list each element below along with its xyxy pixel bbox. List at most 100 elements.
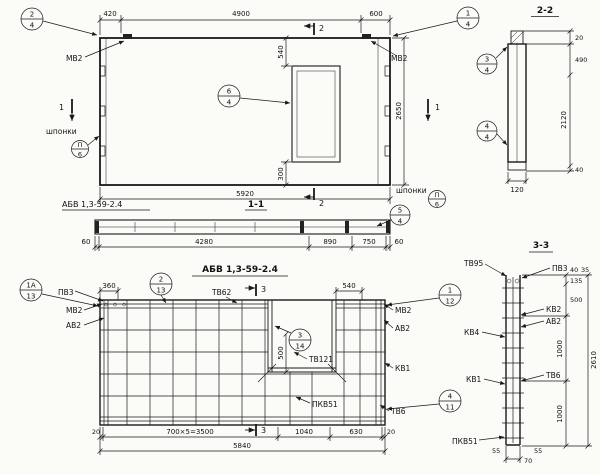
callout-bottom: 12 xyxy=(446,298,455,306)
hatch-lines xyxy=(510,31,524,45)
leader-line xyxy=(384,362,394,369)
dim-text: 35 xyxy=(581,266,589,274)
callout-1-12: 1 12 xyxy=(386,283,462,307)
leader-line xyxy=(370,40,398,57)
section-2-2: 2-2 3 4 4 4 20 490 2120 40 xyxy=(476,6,587,194)
callout-5-4: 5 4 xyxy=(376,204,411,227)
leader-line xyxy=(496,133,508,146)
label-mv2-right: МВ2 xyxy=(383,303,412,315)
dim-text: 40 xyxy=(575,166,583,174)
label-pv3: ПВ3 xyxy=(58,288,104,302)
leader-line xyxy=(83,317,105,326)
label-mv2-left: МВ2 xyxy=(66,303,103,315)
plan-dim-top: 420 4900 600 xyxy=(97,10,393,35)
leader-line xyxy=(239,97,291,105)
dim-text: 1000 xyxy=(556,405,564,423)
callout-top: 2 xyxy=(159,276,163,284)
label-av2-left: АВ2 xyxy=(66,317,105,330)
label-pv3-33: ПВ3 xyxy=(521,264,568,279)
dim-text: 500 xyxy=(277,346,285,359)
label: ТВ121 xyxy=(308,355,333,364)
reinf-dim-540: 540 xyxy=(333,282,365,300)
dim-text: 20 xyxy=(575,34,583,42)
label: КВ1 xyxy=(466,375,481,384)
plan-dim-bottom: 5920 xyxy=(97,187,393,204)
section-2-2-dim-bottom: 120 xyxy=(505,172,529,194)
hook-loops xyxy=(506,278,520,284)
dim-lines xyxy=(281,35,291,188)
plan-dim-right: 2650 xyxy=(392,35,409,188)
callout-bottom: 4 xyxy=(466,21,471,29)
section-mark-3-top: 3 xyxy=(245,284,266,296)
callout-bottom: 11 xyxy=(446,404,455,412)
callout-3-4: 3 4 xyxy=(476,46,508,75)
callout-top: 1 xyxy=(466,10,470,18)
callout-top: 4 xyxy=(448,393,453,401)
label-kv1: КВ1 xyxy=(384,362,410,373)
dim-text: 2650 xyxy=(395,102,403,120)
rebar-vertical-bars xyxy=(103,300,382,425)
section-3-3: 3-3 ТВ95 ПВ3 КВ2 АВ2 КВ4 КВ1 xyxy=(452,241,598,465)
dim-text: 120 xyxy=(510,186,523,194)
dim-lines xyxy=(505,172,529,184)
reinf-dim-360: 360 xyxy=(97,282,121,300)
dim-text: 55 xyxy=(534,447,542,455)
dim-lines xyxy=(503,446,523,463)
label: ТВ6 xyxy=(390,407,406,416)
leader-line xyxy=(274,325,292,334)
label: КВ4 xyxy=(464,328,479,337)
dim-text: 750 xyxy=(362,238,375,246)
panel-edge-lines xyxy=(105,38,379,185)
leader-line xyxy=(392,20,458,37)
callout-top: 6 xyxy=(227,88,232,96)
dim-lines xyxy=(333,287,365,300)
callout-top: 1 xyxy=(448,287,452,295)
callout-top: 2 xyxy=(30,11,34,19)
label: ПКВ51 xyxy=(312,400,338,409)
section-mark-2-top: 2 xyxy=(304,23,324,35)
view-title: АБВ 1,3-59-2.4 xyxy=(202,265,278,275)
callout-bottom: 13 xyxy=(27,293,36,301)
label: АВ2 xyxy=(395,324,410,333)
panel-outline xyxy=(99,37,391,186)
dim-text: 600 xyxy=(369,10,382,18)
section-mark-1-right: 1 xyxy=(425,99,440,121)
dim-lines xyxy=(97,287,121,300)
label: МВ2 xyxy=(66,54,83,63)
label: ТВ6 xyxy=(545,371,561,380)
anchor-label-right: МВ2 xyxy=(370,40,408,63)
callout-2-13: 2 13 xyxy=(149,272,173,304)
column-bottom-block xyxy=(507,161,527,171)
label: КВ2 xyxy=(546,305,561,314)
leader-line xyxy=(386,297,440,307)
dim-text: 4280 xyxy=(195,238,213,246)
callout-bottom: 4 xyxy=(30,22,35,30)
leader-line xyxy=(520,320,545,328)
keyway-label-left: шпонки xyxy=(46,127,77,136)
dim-text: 300 xyxy=(277,167,285,180)
label: ПВ3 xyxy=(552,264,568,273)
dim-text: 490 xyxy=(575,56,587,64)
label-tv62: ТВ62 xyxy=(211,288,238,304)
reinf-dim-bottom: 20 700×5=3500 1040 630 20 xyxy=(92,427,395,441)
label-kv1-33: КВ1 xyxy=(466,375,506,385)
callout-top: 3 xyxy=(298,332,302,340)
strip-detail-lines xyxy=(95,220,390,234)
leader-line xyxy=(87,135,100,146)
section-label: 1 xyxy=(435,103,440,112)
label: АВ2 xyxy=(66,321,81,330)
leader-line xyxy=(478,435,505,441)
dim-text: 2610 xyxy=(590,351,598,369)
label-tv6-33: ТВ6 xyxy=(520,371,561,382)
dim-text: 55 xyxy=(492,447,500,455)
section-3-3-dims: 40 35 135 500 1000 1000 2610 xyxy=(522,266,598,449)
section-label: 3 xyxy=(261,285,266,294)
section-label: 1 xyxy=(59,103,64,112)
leader-line xyxy=(481,331,506,339)
leader-line xyxy=(521,267,551,279)
leader-line xyxy=(520,308,545,316)
reinforcement-view: АБВ 1,3-59-2.4 360 540 500 20 700×5=3500… xyxy=(19,265,462,455)
anchor-label-left: МВ2 xyxy=(66,40,125,63)
